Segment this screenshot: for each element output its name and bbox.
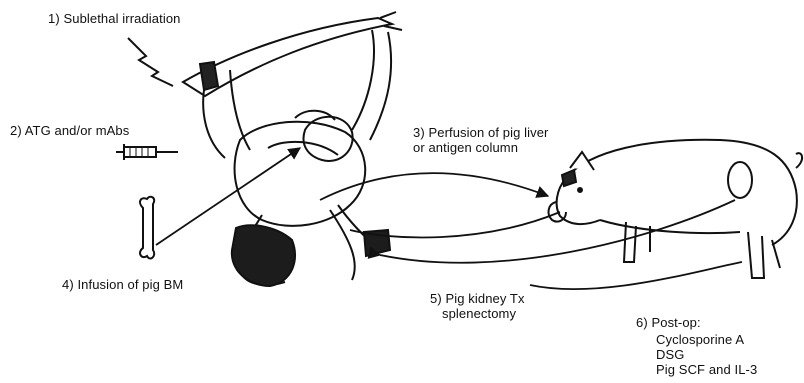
step-3-line-1: 3) Perfusion of pig liver (413, 125, 548, 140)
step-3-line-2: or antigen column (413, 140, 548, 155)
step-6-item: DSG (636, 347, 757, 362)
step-6-item: Pig SCF and IL-3 (636, 362, 757, 377)
step-5-line-1: 5) Pig kidney Tx (430, 291, 525, 306)
lightning-icon (128, 38, 173, 86)
step-5-line-2: splenectomy (430, 306, 525, 321)
step-6-label: 6) Post-op: Cyclosporine A DSG Pig SCF a… (636, 315, 757, 377)
bone-icon (140, 197, 154, 259)
syringe-icon (116, 144, 178, 160)
baboon-illustration (183, 12, 402, 286)
step-6-title: 6) Post-op: (636, 315, 757, 330)
step-1-label: 1) Sublethal irradiation (48, 11, 180, 26)
pig-illustration (549, 140, 803, 278)
step-5-label: 5) Pig kidney Tx splenectomy (430, 291, 525, 321)
step-6-item: Cyclosporine A (636, 332, 757, 347)
step-3-label: 3) Perfusion of pig liver or antigen col… (413, 125, 548, 155)
step-4-label: 4) Infusion of pig BM (62, 277, 183, 292)
step-2-label: 2) ATG and/or mAbs (10, 123, 129, 138)
